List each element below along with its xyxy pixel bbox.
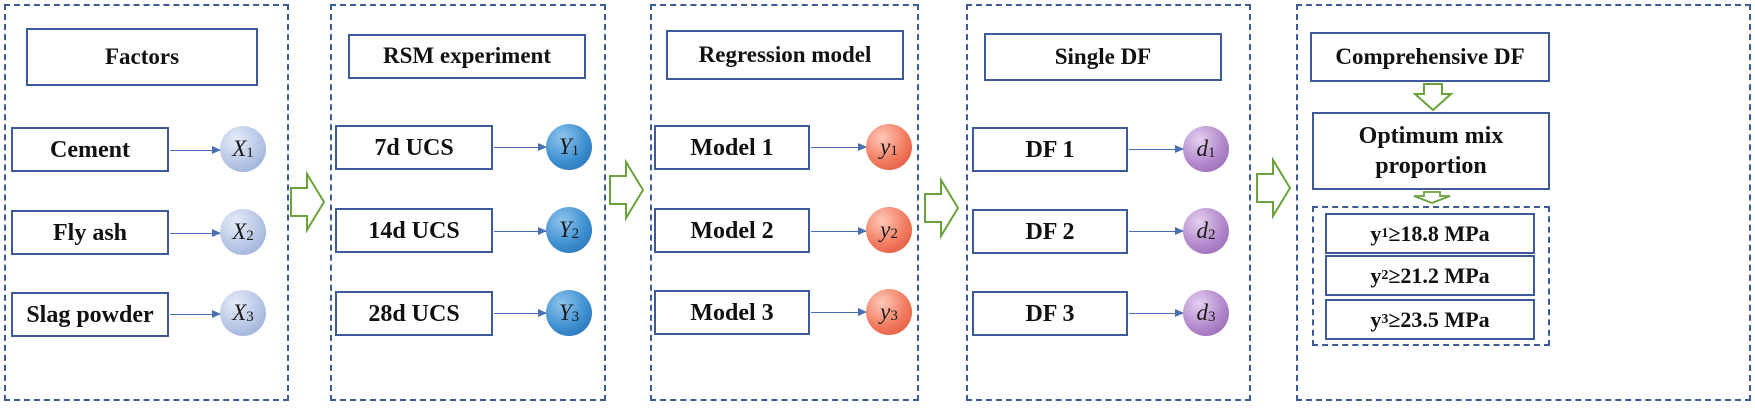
df-1-arrow — [1129, 144, 1184, 153]
optimum-box: Optimum mix proportion — [1312, 112, 1550, 190]
df-3-arrow — [1129, 308, 1184, 317]
flow-arrow-1 — [290, 170, 326, 234]
regression-title: Regression model — [666, 30, 904, 80]
model-3-box: Model 3 — [654, 290, 810, 335]
model-1-box: Model 1 — [654, 125, 810, 170]
flow-arrow-3 — [924, 176, 960, 240]
rsm-title: RSM experiment — [348, 34, 586, 79]
rsm-panel — [330, 4, 606, 401]
slag-powder-arrow — [170, 309, 221, 318]
model-2-arrow — [811, 226, 867, 235]
flow-arrow-4 — [1256, 156, 1292, 220]
comprehensive-panel — [1296, 4, 1751, 401]
constraints-group — [1312, 206, 1550, 346]
model-2-box: Model 2 — [654, 208, 810, 253]
regression-panel — [650, 4, 919, 401]
df-1-box: DF 1 — [972, 127, 1128, 172]
model-3-arrow — [811, 307, 867, 316]
cement-box: Cement — [11, 127, 169, 172]
down-arrow-1 — [1412, 83, 1454, 112]
ucs-28d-arrow — [494, 308, 547, 317]
single-df-panel — [966, 4, 1251, 401]
fly-ash-arrow — [170, 228, 221, 237]
fly-ash-box: Fly ash — [11, 210, 169, 255]
comprehensive-title: Comprehensive DF — [1310, 32, 1550, 82]
model-1-arrow — [811, 142, 867, 151]
optimum-line-2: proportion — [1375, 153, 1487, 179]
factors-panel — [4, 4, 289, 401]
df-2-box: DF 2 — [972, 209, 1128, 254]
down-arrow-2 — [1413, 191, 1451, 204]
ucs-14d-arrow — [494, 226, 547, 235]
factors-title: Factors — [26, 28, 258, 86]
ucs-14d-box: 14d UCS — [335, 208, 493, 253]
optimum-line-1: Optimum mix — [1358, 123, 1504, 149]
df-3-box: DF 3 — [972, 291, 1128, 336]
df-2-arrow — [1129, 226, 1184, 235]
single-df-title: Single DF — [984, 33, 1222, 81]
ucs-28d-box: 28d UCS — [335, 291, 493, 336]
flow-arrow-2 — [609, 158, 645, 222]
ucs-7d-box: 7d UCS — [335, 125, 493, 170]
ucs-7d-arrow — [494, 142, 547, 151]
cement-arrow — [170, 145, 221, 154]
slag-powder-box: Slag powder — [11, 292, 169, 337]
